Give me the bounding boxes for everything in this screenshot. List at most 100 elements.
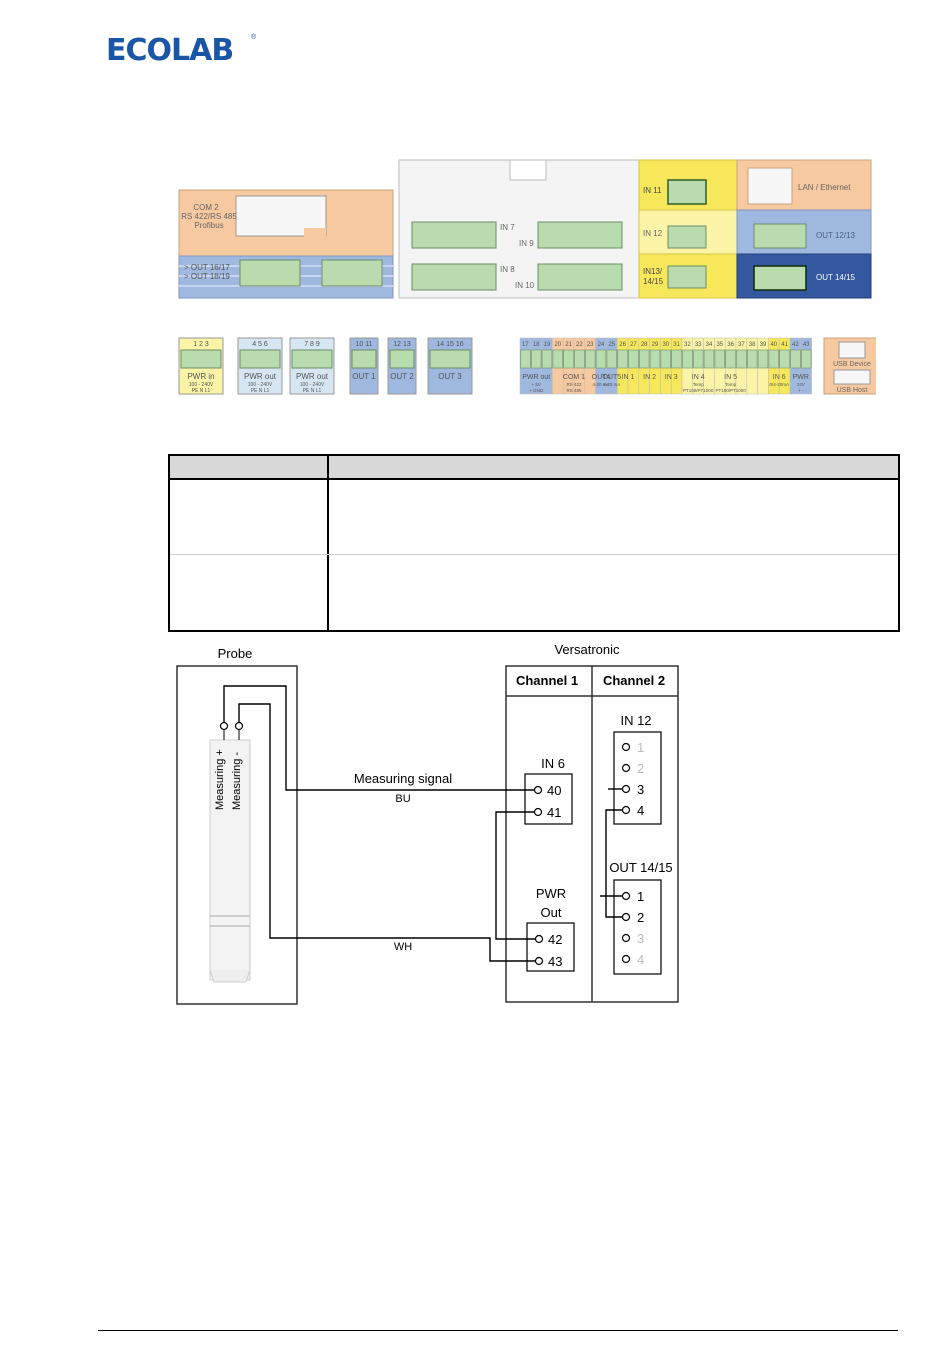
strip-number-24: 24 [598, 342, 605, 348]
strip-label-4: OUT5 [602, 374, 621, 381]
bottom-block-numbers-5: 12 13 [393, 341, 411, 348]
probe-title: Probe [218, 646, 253, 661]
com2-label: COM 2 [193, 203, 219, 212]
strip-number-33: 33 [695, 342, 702, 348]
in6-terminal-block [524, 773, 573, 825]
strip-number-37: 37 [738, 342, 745, 348]
strip-label-7: IN 3 [665, 374, 678, 381]
out-term-1: 1 [637, 889, 644, 904]
bottom-block-label-6: OUT 3 [438, 372, 462, 381]
bottom-block-sub2-1: PE N L1 [192, 388, 211, 394]
channel-1-label: Channel 1 [516, 673, 578, 688]
bottom-block-numbers-6: 14 15 16 [436, 341, 463, 348]
strip-number-42: 42 [792, 342, 799, 348]
strip-sub2-8: PT100/PT1000 [683, 388, 714, 393]
bottom-block-numbers-3: 7 8 9 [304, 341, 320, 348]
strip-number-41: 41 [781, 342, 788, 348]
in6-label: IN 6 [541, 756, 565, 771]
info-table [168, 454, 900, 632]
strip-label-8: IN 4 [692, 374, 705, 381]
versatronic-title: Versatronic [554, 642, 620, 657]
strip-number-32: 32 [684, 342, 691, 348]
bottom-block-numbers-4: 10 11 [356, 341, 373, 348]
terminal-40-label: 40 [547, 783, 561, 798]
in12-term-1: 1 [637, 740, 644, 755]
strip-label-9: IN 5 [724, 374, 737, 381]
out-term-3: 3 [637, 931, 644, 946]
strip-number-25: 25 [608, 342, 615, 348]
strip-sub-1: + 5V [532, 382, 541, 387]
bottom-block-label-5: OUT 2 [390, 372, 414, 381]
strip-number-19: 19 [544, 342, 551, 348]
com2-label-2: RS 422/RS 485 [181, 212, 237, 221]
com2-label-3: Profibus [194, 221, 223, 230]
in14-15-label: 14/15 [643, 277, 664, 286]
strip-sub2-2: RS 485 [566, 388, 582, 393]
strip-number-43: 43 [803, 342, 810, 348]
registered-mark: ® [251, 33, 256, 41]
strip-sub2-1: + GND [529, 388, 544, 393]
pwr-label: PWR [536, 886, 566, 901]
strip-number-26: 26 [619, 342, 626, 348]
in12-label: IN 12 [643, 229, 663, 238]
strip-label-5: IN 1 [622, 374, 635, 381]
strip-number-30: 30 [662, 342, 669, 348]
strip-sub-3: 4-20 mA [592, 382, 609, 387]
strip-number-34: 34 [706, 342, 713, 348]
bottom-block-label-3: PWR out [296, 372, 329, 381]
bottom-block-label-4: OUT 1 [352, 372, 376, 381]
in12-term-2: 2 [637, 761, 644, 776]
strip-sub-4: 4-20 mA [603, 382, 620, 387]
terminal-board-diagram: COM 2 RS 422/RS 485 Profibus > OUT 16/17… [178, 159, 876, 395]
bu-wire-label: BU [395, 793, 410, 805]
strip-number-20: 20 [554, 342, 561, 348]
footer-rule [98, 1330, 898, 1331]
strip-number-22: 22 [576, 342, 583, 348]
pwr-out-terminal-block [526, 922, 575, 972]
bottom-block-sub-1: 100 - 240V [189, 382, 214, 388]
strip-number-21: 21 [565, 342, 572, 348]
strip-sub2-9: PT100/PT1000 [715, 388, 746, 393]
in12-label-wiring: IN 12 [620, 713, 651, 728]
wires [223, 685, 622, 962]
strip-label-11: PWR [793, 374, 809, 381]
bottom-block-label-2: PWR out [244, 372, 277, 381]
bottom-block-numbers-2: 4 5 6 [252, 341, 268, 348]
usb-host-label: USB Host [837, 387, 868, 394]
ecolab-logo: ECOLAB ® [106, 33, 256, 64]
wiring-diagram: Probe Measuring + Measuring - Versatroni… [176, 642, 679, 1005]
bottom-block-sub-3: 100 - 240V [300, 382, 325, 388]
bottom-block-numbers-1: 1 2 3 [193, 341, 209, 348]
in10-label: IN 10 [515, 281, 535, 290]
out12-13-label: OUT 12/13 [816, 231, 856, 240]
strip-number-18: 18 [533, 342, 540, 348]
in9-label: IN 9 [519, 239, 534, 248]
measuring-plus-label: Measuring + [214, 749, 226, 810]
com2-connector-notch [304, 228, 326, 240]
strip-sub-8: Temp [693, 382, 705, 387]
strip-number-17: 17 [522, 342, 529, 348]
out14-15-label: OUT 14/15 [816, 273, 856, 282]
terminal-43-label: 43 [548, 954, 562, 969]
lan-label: LAN / Ethernet [798, 183, 851, 192]
strip-sub-10: 0/4-20mA [769, 382, 789, 387]
ecolab-logo-text: ECOLAB [106, 33, 233, 64]
measuring-minus-label: Measuring - [231, 752, 243, 810]
strip-sub-11: 24V [797, 382, 805, 387]
measuring-signal-label: Measuring signal [354, 771, 452, 786]
strip-sub-2: RS 422 [566, 382, 582, 387]
strip-number-28: 28 [641, 342, 648, 348]
strip-number-39: 39 [760, 342, 767, 348]
strip-number-35: 35 [716, 342, 723, 348]
wh-wire-label: WH [394, 941, 412, 953]
bottom-block-sub2-3: PE N L1 [303, 388, 322, 394]
out18-19-label: > OUT 18/19 [184, 272, 230, 281]
usb-device-label: USB Device [833, 361, 871, 368]
in12-term-4: 4 [637, 803, 644, 818]
strip-sub-9: Temp [725, 382, 737, 387]
strip-number-29: 29 [652, 342, 659, 348]
bottom-block-sub-2: 100 - 240V [248, 382, 273, 388]
terminal-42-label: 42 [548, 932, 562, 947]
table-row-divider [170, 554, 898, 555]
table-header [170, 456, 898, 480]
